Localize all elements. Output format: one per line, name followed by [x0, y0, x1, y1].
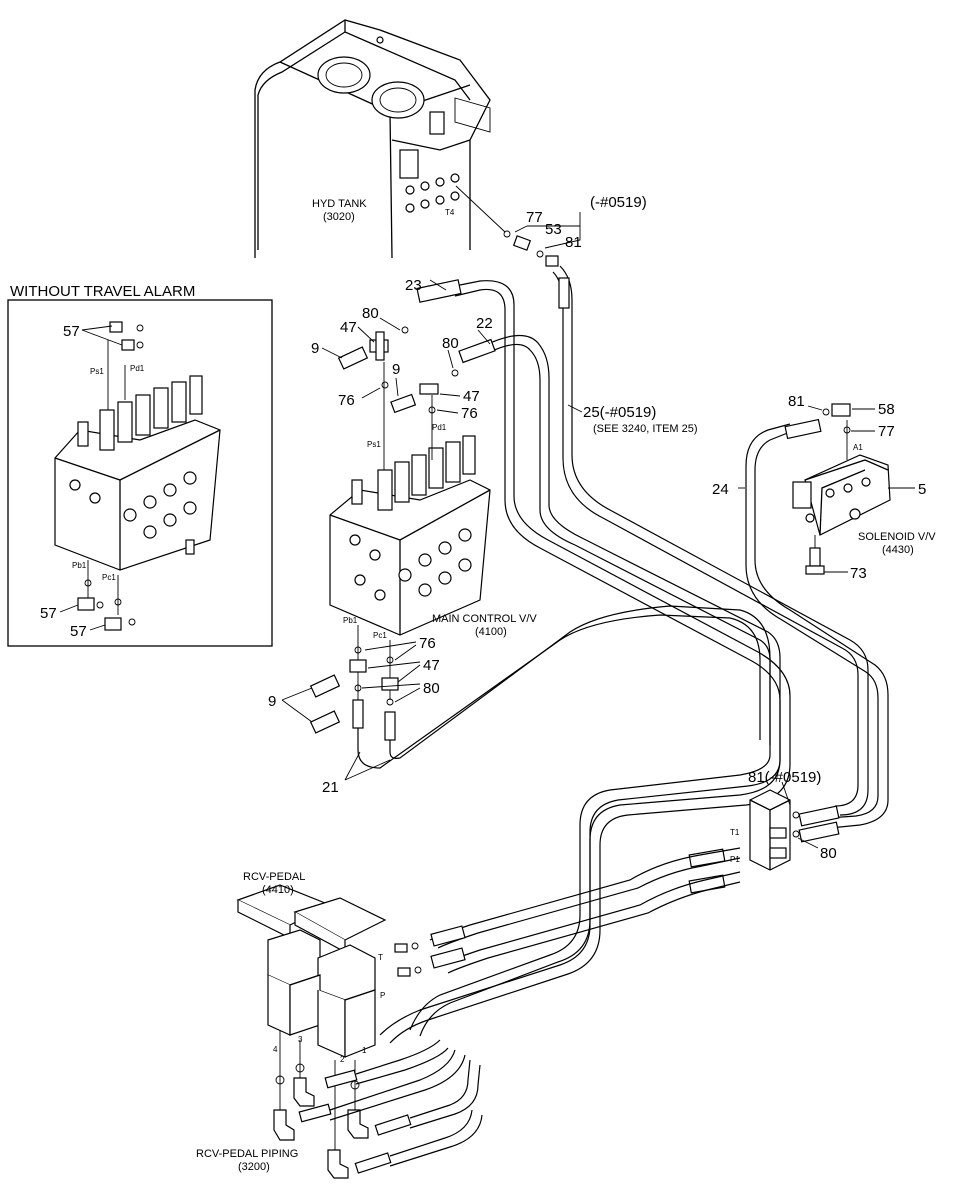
callout-81: 81 [565, 234, 582, 251]
callout-22: 22 [476, 315, 493, 332]
rcv-pedal-label: RCV-PEDAL [243, 871, 305, 883]
hose-23 [379, 279, 791, 1044]
rcv-pedal [236, 884, 422, 1058]
inset-port-pb1: Pb1 [72, 561, 87, 570]
callout-81-sol: 81 [788, 393, 805, 410]
callout-47a: 47 [340, 319, 357, 336]
hose-25-note: (SEE 3240, ITEM 25) [593, 423, 698, 435]
callout-21: 21 [322, 779, 339, 796]
callout-76b: 76 [461, 405, 478, 422]
callout-58: 58 [878, 401, 895, 418]
port-1: 1 [362, 1046, 367, 1055]
inset-title: WITHOUT TRAVEL ALARM [10, 283, 195, 300]
callout-53: 53 [545, 221, 562, 238]
callout-24: 24 [712, 481, 729, 498]
lower-fittings [309, 605, 771, 769]
port-t4: T4 [445, 208, 455, 217]
port-pc1: Pc1 [373, 631, 387, 640]
callout-76a: 76 [338, 392, 355, 409]
inset-callout-57a: 57 [63, 323, 80, 340]
port-ps1: Ps1 [367, 440, 381, 449]
port-2: 2 [340, 1055, 345, 1064]
callout-9b: 9 [392, 361, 400, 378]
port-pb1: Pb1 [343, 616, 358, 625]
port-p: P [380, 991, 385, 1000]
port-3: 3 [298, 1035, 303, 1044]
callout-73: 73 [850, 565, 867, 582]
solenoid-valve-number: (4430) [882, 544, 914, 556]
junction-block [429, 789, 840, 974]
inset-callout-57c: 57 [70, 623, 87, 640]
main-control-valve-number: (4100) [475, 626, 507, 638]
main-control-valve-label: MAIN CONTROL V/V [432, 613, 537, 625]
valve-spools-main [351, 435, 476, 511]
port-pd1: Pd1 [432, 423, 447, 432]
hose-22 [409, 334, 781, 1037]
port-p1: P1 [730, 855, 740, 864]
rcv-pedal-piping [273, 1030, 483, 1179]
port-t: T [378, 953, 383, 962]
hyd-tank [254, 19, 506, 259]
fitting-53 [503, 230, 559, 267]
rcv-pedal-piping-number: (3200) [238, 1161, 270, 1173]
hyd-tank-label: HYD TANK [312, 198, 367, 210]
callout-47c: 47 [423, 657, 440, 674]
callout-80b: 80 [442, 335, 459, 352]
callout-80a: 80 [362, 305, 379, 322]
inset-port-pd1: Pd1 [130, 364, 145, 373]
callout-23: 23 [405, 277, 422, 294]
port-t1: T1 [730, 828, 740, 837]
port-4: 4 [273, 1045, 278, 1054]
callout-47b: 47 [463, 388, 480, 405]
inset-control-valve [54, 321, 221, 631]
callout-9c: 9 [268, 693, 276, 710]
hose-25 [552, 265, 869, 816]
inset-callout-57b: 57 [40, 605, 57, 622]
port-a1: A1 [853, 443, 863, 452]
rcv-pedal-number: (4410) [262, 884, 294, 896]
callout-5: 5 [918, 481, 926, 498]
callout-9a: 9 [311, 340, 319, 357]
inset-frame [7, 299, 273, 647]
main-control-valve [329, 435, 491, 636]
callout-0519: (-#0519) [590, 194, 647, 211]
callout-77-sol: 77 [878, 423, 895, 440]
inset-port-ps1: Ps1 [90, 367, 104, 376]
inset-port-pc1: Pc1 [102, 573, 116, 582]
hyd-tank-number: (3020) [323, 211, 355, 223]
callout-25: 25(-#0519) [583, 404, 656, 421]
rcv-pedal-piping-label: RCV-PEDAL PIPING [196, 1148, 298, 1160]
callout-80c: 80 [423, 680, 440, 697]
solenoid-valve [792, 403, 891, 575]
callout-77: 77 [526, 209, 543, 226]
upper-fittings [337, 326, 459, 470]
callout-76c: 76 [419, 635, 436, 652]
callout-81-low: 81(-#0519) [748, 769, 821, 786]
hose-24 [745, 418, 889, 829]
solenoid-valve-label: SOLENOID V/V [858, 531, 936, 543]
callout-80-low: 80 [820, 845, 837, 862]
